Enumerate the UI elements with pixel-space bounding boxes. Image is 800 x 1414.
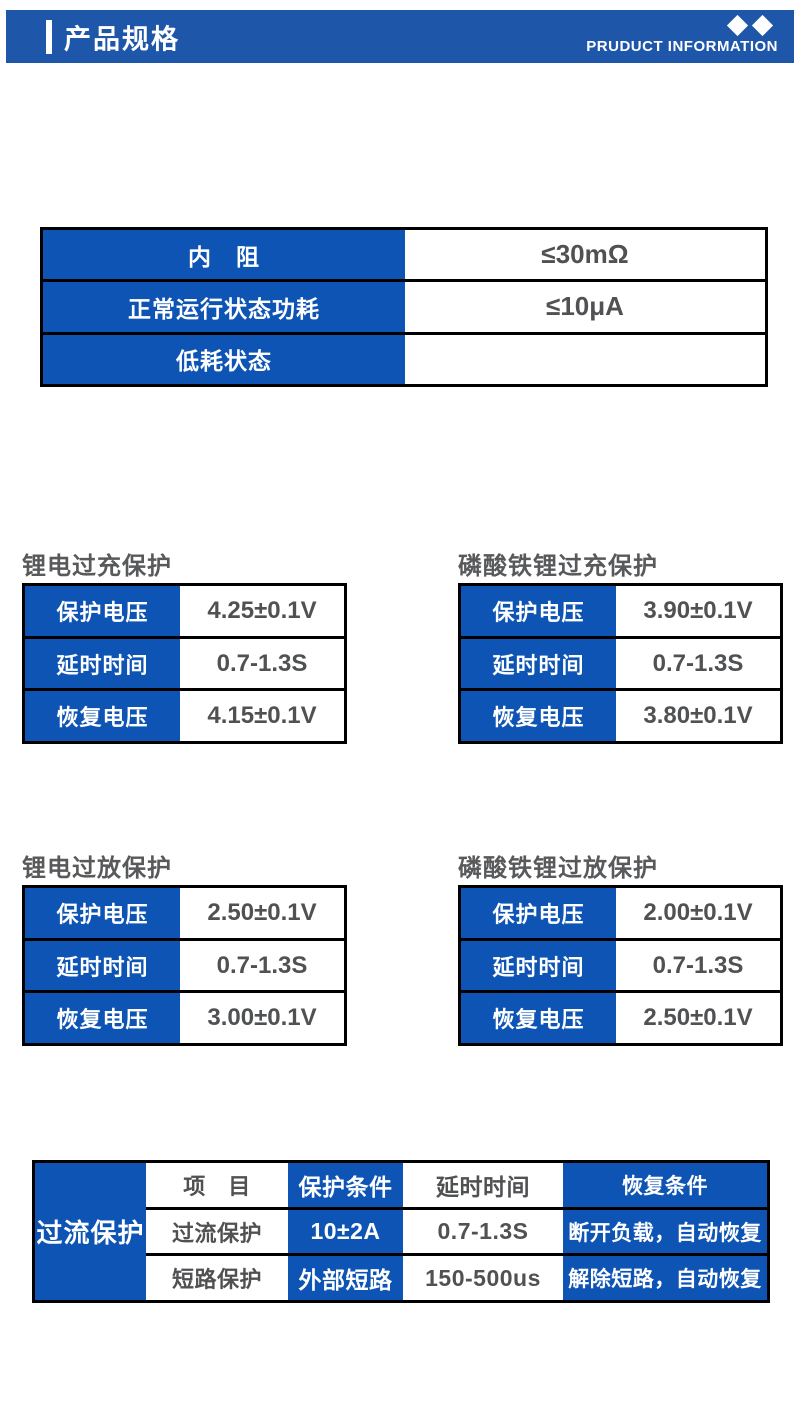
table-row: 恢复电压 2.50±0.1V <box>461 990 780 1044</box>
section-title-liion-overdischarge: 锂电过放保护 <box>22 855 172 882</box>
header-accent-bar <box>46 20 52 54</box>
spec-label: 低耗状态 <box>43 334 405 384</box>
table-row: 保护电压 3.90±0.1V <box>461 586 780 636</box>
section-title-liion-overcharge: 锂电过充保护 <box>22 553 172 580</box>
row-label: 恢复电压 <box>25 993 180 1044</box>
table-row: 保护电压 2.50±0.1V <box>25 888 344 938</box>
spec-value: ≤10μA <box>546 291 624 322</box>
table-row: 延时时间 0.7-1.3S <box>25 937 344 991</box>
row-delay: 150-500us <box>425 1264 541 1291</box>
table-row: 内 阻 ≤30mΩ <box>43 230 765 280</box>
table-row: 过流保护 10±2A 0.7-1.3S 断开负载，自动恢复 <box>146 1206 767 1254</box>
row-item: 过流保护 <box>171 1220 262 1246</box>
row-item: 短路保护 <box>171 1267 262 1293</box>
table-row: 恢复电压 4.15±0.1V <box>25 688 344 742</box>
row-label: 延时时间 <box>461 638 616 689</box>
overcurrent-rows: 项 目 保护条件 延时时间 恢复条件 过流保护 10±2A 0.7-1.3S 断… <box>146 1163 767 1301</box>
liion-overdischarge-table: 保护电压 2.50±0.1V 延时时间 0.7-1.3S 恢复电压 3.00±0… <box>22 885 347 1046</box>
header-item: 项 目 <box>183 1173 251 1199</box>
header-delay: 延时时间 <box>436 1173 530 1200</box>
diamond-icons <box>726 14 774 37</box>
table-row: 低耗状态 <box>43 331 765 384</box>
row-label: 保护电压 <box>461 586 616 636</box>
general-spec-table: 内 阻 ≤30mΩ 正常运行状态功耗 ≤10μA 低耗状态 <box>40 227 768 387</box>
row-recovery: 断开负载，自动恢复 <box>563 1209 767 1254</box>
row-condition: 10±2A <box>288 1209 403 1254</box>
table-row: 恢复电压 3.00±0.1V <box>25 990 344 1044</box>
row-value: 2.50±0.1V <box>643 1004 753 1032</box>
header-bar: 产品规格 PRUDUCT INFORMATION <box>6 10 794 63</box>
diamond-icon <box>751 14 774 37</box>
header-recovery: 恢复条件 <box>563 1163 767 1207</box>
lifepo4-overdischarge-table: 保护电压 2.00±0.1V 延时时间 0.7-1.3S 恢复电压 2.50±0… <box>458 885 783 1046</box>
row-value: 2.00±0.1V <box>643 898 753 926</box>
row-label: 延时时间 <box>461 940 616 991</box>
overcurrent-group-label: 过流保护 <box>35 1163 146 1300</box>
row-value: 4.25±0.1V <box>207 596 317 624</box>
row-label: 恢复电压 <box>461 691 616 742</box>
row-value: 3.80±0.1V <box>643 702 753 730</box>
table-row: 短路保护 外部短路 150-500us 解除短路，自动恢复 <box>146 1253 767 1301</box>
row-condition: 外部短路 <box>288 1256 403 1301</box>
row-delay: 0.7-1.3S <box>437 1218 529 1244</box>
page-title: 产品规格 <box>64 24 180 54</box>
diamond-icon <box>726 14 749 37</box>
row-value: 0.7-1.3S <box>652 951 744 979</box>
row-label: 恢复电压 <box>25 691 180 742</box>
row-value: 4.15±0.1V <box>207 702 317 730</box>
row-value: 0.7-1.3S <box>216 649 308 677</box>
lifepo4-overcharge-table: 保护电压 3.90±0.1V 延时时间 0.7-1.3S 恢复电压 3.80±0… <box>458 583 783 744</box>
table-row: 延时时间 0.7-1.3S <box>25 635 344 689</box>
section-title-lifepo4-overdischarge: 磷酸铁锂过放保护 <box>458 855 658 882</box>
row-label: 延时时间 <box>25 940 180 991</box>
header-subtitle: PRUDUCT INFORMATION <box>586 38 778 55</box>
table-row: 恢复电压 3.80±0.1V <box>461 688 780 742</box>
liion-overcharge-table: 保护电压 4.25±0.1V 延时时间 0.7-1.3S 恢复电压 4.15±0… <box>22 583 347 744</box>
spec-value: ≤30mΩ <box>541 239 629 270</box>
row-label: 保护电压 <box>25 888 180 938</box>
section-title-lifepo4-overcharge: 磷酸铁锂过充保护 <box>458 553 658 580</box>
row-label: 延时时间 <box>25 638 180 689</box>
table-row: 延时时间 0.7-1.3S <box>461 937 780 991</box>
row-value: 3.00±0.1V <box>207 1004 317 1032</box>
row-value: 3.90±0.1V <box>643 596 753 624</box>
table-row: 延时时间 0.7-1.3S <box>461 635 780 689</box>
row-label: 恢复电压 <box>461 993 616 1044</box>
spec-label: 内 阻 <box>43 230 405 280</box>
row-value: 0.7-1.3S <box>652 649 744 677</box>
row-label: 保护电压 <box>25 586 180 636</box>
overcurrent-table: 过流保护 项 目 保护条件 延时时间 恢复条件 过流保护 10±2A 0.7-1… <box>32 1160 770 1303</box>
table-row: 正常运行状态功耗 ≤10μA <box>43 279 765 332</box>
row-label: 保护电压 <box>461 888 616 938</box>
row-value: 0.7-1.3S <box>216 951 308 979</box>
table-row: 保护电压 4.25±0.1V <box>25 586 344 636</box>
row-recovery: 解除短路，自动恢复 <box>563 1256 767 1301</box>
table-row: 保护电压 2.00±0.1V <box>461 888 780 938</box>
row-value: 2.50±0.1V <box>207 898 317 926</box>
table-header-row: 项 目 保护条件 延时时间 恢复条件 <box>146 1163 767 1207</box>
spec-label: 正常运行状态功耗 <box>43 282 405 332</box>
header-condition: 保护条件 <box>288 1163 403 1207</box>
spec-value <box>405 335 765 384</box>
